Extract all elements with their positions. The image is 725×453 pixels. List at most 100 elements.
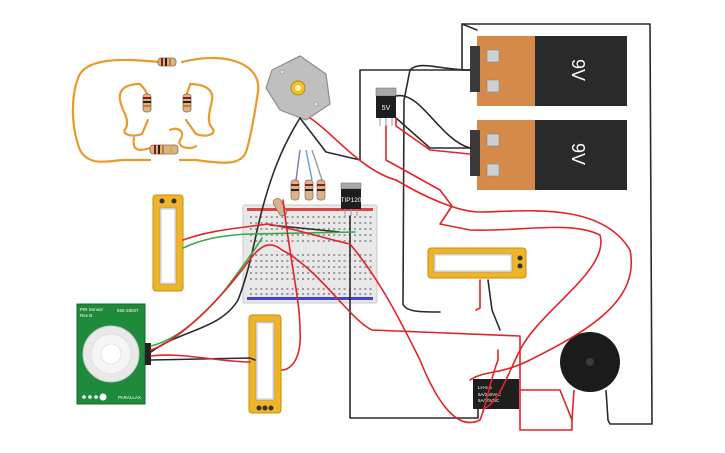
breadboard-hole — [359, 266, 362, 268]
breadboard-hole — [281, 228, 284, 230]
breadboard-hole — [364, 254, 367, 256]
slide-potentiometer-right[interactable] — [427, 247, 527, 279]
breadboard-hole — [354, 293, 356, 295]
breadboard-hole — [296, 222, 299, 224]
breadboard-hole — [364, 234, 367, 236]
breadboard-hole — [276, 266, 278, 268]
breadboard-hole — [359, 293, 362, 295]
breadboard-hole — [322, 228, 325, 230]
breadboard-hole — [322, 216, 325, 218]
dc-motor[interactable] — [265, 55, 331, 121]
slide-potentiometer-left[interactable] — [152, 194, 184, 292]
breadboard-hole — [270, 222, 273, 224]
breadboard-hole — [317, 216, 320, 218]
breadboard-hole — [328, 272, 330, 274]
breadboard-hole — [338, 272, 341, 274]
breadboard-hole — [250, 288, 252, 290]
breadboard-hole — [286, 260, 289, 262]
breadboard-hole — [317, 293, 320, 295]
breadboard-hole — [281, 278, 284, 280]
breadboard-hole — [317, 222, 320, 224]
breadboard-hole — [369, 240, 372, 242]
battery-9v-bottom[interactable]: 9V — [470, 120, 627, 190]
breadboard-hole — [255, 260, 258, 262]
breadboard-hole — [255, 254, 258, 256]
breadboard-hole — [296, 234, 299, 236]
transistor-label: TIP120 — [341, 197, 362, 204]
breadboard-hole — [307, 254, 310, 256]
breadboard-hole — [302, 260, 304, 262]
breadboard-hole — [276, 293, 278, 295]
breadboard-hole — [317, 266, 320, 268]
breadboard-hole — [281, 240, 284, 242]
breadboard-hole — [265, 254, 268, 256]
breadboard-hole — [250, 272, 252, 274]
breadboard-hole — [255, 228, 258, 230]
breadboard-hole — [338, 278, 341, 280]
breadboard-hole — [312, 240, 315, 242]
breadboard-hole — [369, 234, 372, 236]
breadboard-hole — [291, 234, 294, 236]
breadboard-hole — [354, 266, 356, 268]
breadboard-hole — [307, 272, 310, 274]
breadboard[interactable] — [242, 204, 378, 304]
breadboard-hole — [369, 266, 372, 268]
breadboard-hole — [333, 254, 336, 256]
breadboard-hole — [364, 216, 367, 218]
breadboard-hole — [281, 254, 284, 256]
breadboard-hole — [364, 240, 367, 242]
breadboard-hole — [328, 222, 330, 224]
breadboard-hole — [296, 254, 299, 256]
transistor-tip120[interactable]: TIP120 — [341, 182, 362, 216]
breadboard-hole — [317, 240, 320, 242]
breadboard-hole — [328, 254, 330, 256]
breadboard-hole — [302, 216, 304, 218]
breadboard-hole — [270, 288, 273, 290]
breadboard-hole — [359, 254, 362, 256]
breadboard-hole — [364, 293, 367, 295]
pir-brand-line2: Rev B — [80, 313, 92, 318]
breadboard-hole — [265, 278, 268, 280]
breadboard-hole — [343, 222, 346, 224]
voltage-regulator-5v[interactable]: 5V — [375, 87, 397, 126]
wires — [150, 23, 653, 431]
breadboard-hole — [359, 278, 362, 280]
breadboard-hole — [250, 293, 252, 295]
breadboard-hole — [291, 254, 294, 256]
regulator-label: 5V — [382, 105, 391, 112]
breadboard-hole — [317, 234, 320, 236]
breadboard-hole — [286, 240, 289, 242]
battery-9v-top[interactable]: 9V — [470, 36, 627, 106]
breadboard-hole — [281, 260, 284, 262]
breadboard-hole — [333, 222, 336, 224]
breadboard-hole — [286, 216, 289, 218]
breadboard-hole — [307, 266, 310, 268]
piezo-buzzer[interactable] — [560, 332, 620, 421]
breadboard-hole — [302, 293, 304, 295]
breadboard-hole — [364, 278, 367, 280]
breadboard-hole — [328, 260, 330, 262]
breadboard-hole — [369, 222, 372, 224]
breadboard-hole — [369, 228, 372, 230]
breadboard-hole — [364, 266, 367, 268]
breadboard-hole — [369, 272, 372, 274]
breadboard-hole — [302, 234, 304, 236]
breadboard-hole — [302, 288, 304, 290]
pir-sensor[interactable]: PIR Sensor Rev B 555-28027 PARALLAX — [76, 303, 151, 405]
breadboard-hole — [296, 278, 299, 280]
breadboard-hole — [307, 278, 310, 280]
breadboard-hole — [359, 216, 362, 218]
breadboard-hole — [359, 222, 362, 224]
breadboard-hole — [307, 293, 310, 295]
relay[interactable]: LH-5-6 5A/250VAC 5A/30VDC — [473, 379, 519, 409]
breadboard-hole — [359, 260, 362, 262]
breadboard-hole — [260, 260, 263, 262]
breadboard-hole — [359, 272, 362, 274]
breadboard-hole — [343, 293, 346, 295]
slide-potentiometer-center[interactable] — [248, 314, 282, 414]
breadboard-hole — [302, 222, 304, 224]
breadboard-hole — [322, 278, 325, 280]
breadboard-hole — [322, 260, 325, 262]
breadboard-hole — [312, 216, 315, 218]
